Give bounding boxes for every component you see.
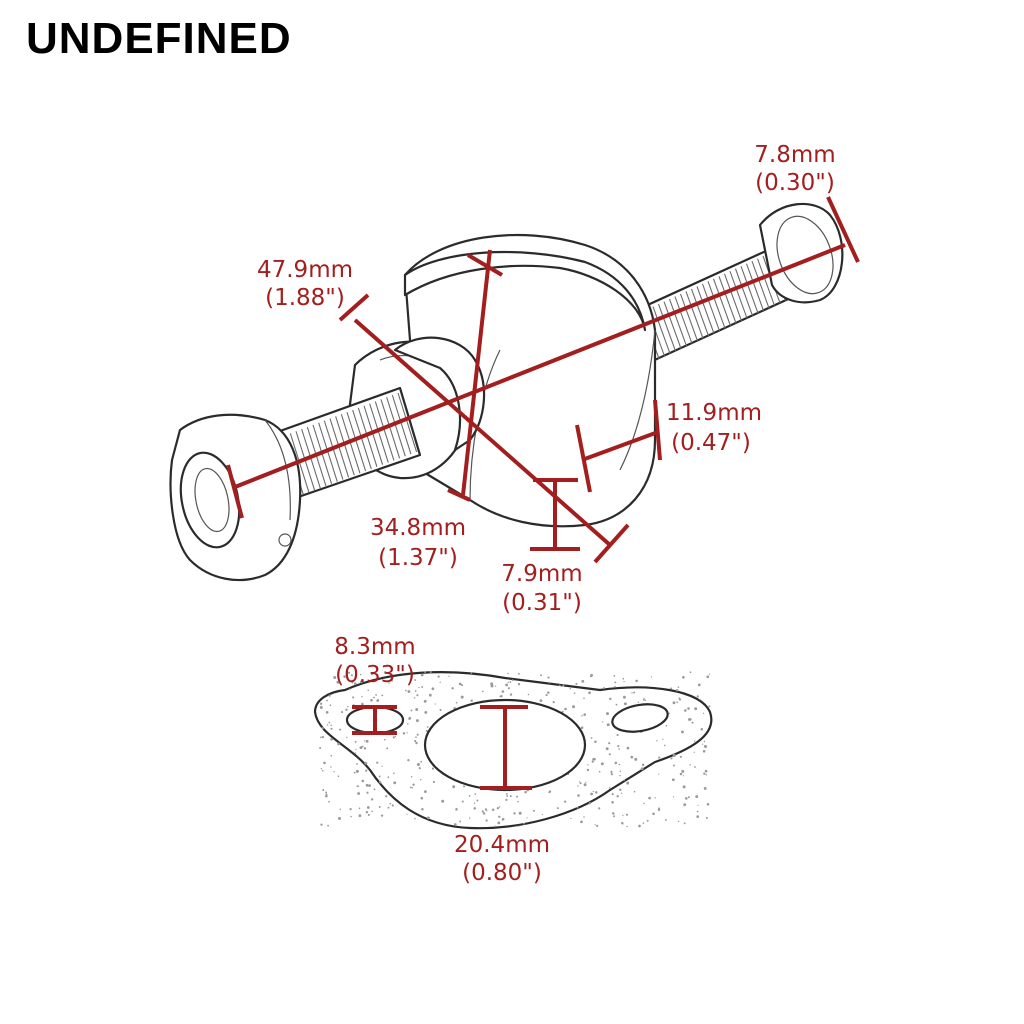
- dim-line-overall-length: [234, 243, 846, 489]
- label-gasket-center-hole-mm: 20.4mm: [454, 832, 550, 858]
- label-body-width-mm: 11.9mm: [666, 400, 762, 426]
- label-gasket-small-hole-inch: (0.33"): [335, 662, 415, 688]
- label-overall-length-mm: 47.9mm: [257, 257, 353, 283]
- bolt-end-cap: [758, 202, 844, 304]
- gasket-small-hole-right: [611, 703, 669, 733]
- label-bolt-head-inch: (0.30"): [755, 170, 835, 196]
- dim-line-body-top: [338, 293, 370, 322]
- label-body-diagonal-inch: (1.37"): [378, 545, 458, 571]
- label-overall-length-inch: (1.88"): [265, 285, 345, 311]
- brand-logo: UNDEFINED: [26, 14, 292, 63]
- label-gasket-small-hole-mm: 8.3mm: [334, 634, 415, 660]
- gasket: [313, 670, 713, 830]
- dim-line-body-diagonal: [353, 318, 612, 547]
- label-gasket-center-hole-inch: (0.80"): [462, 860, 542, 886]
- dimension-lines: [226, 196, 860, 790]
- label-body-diagonal-mm: 34.8mm: [370, 515, 466, 541]
- label-body-width-inch: (0.47"): [671, 430, 751, 456]
- label-bolt-head-mm: 7.8mm: [754, 142, 835, 168]
- dim-line-body-width: [581, 430, 659, 462]
- dim-line-body-height: [461, 249, 492, 496]
- dimension-labels: 7.8mm (0.30") 47.9mm (1.88") 11.9mm (0.4…: [257, 142, 836, 886]
- label-shoulder-inch: (0.31"): [502, 590, 582, 616]
- label-shoulder-mm: 7.9mm: [501, 561, 582, 587]
